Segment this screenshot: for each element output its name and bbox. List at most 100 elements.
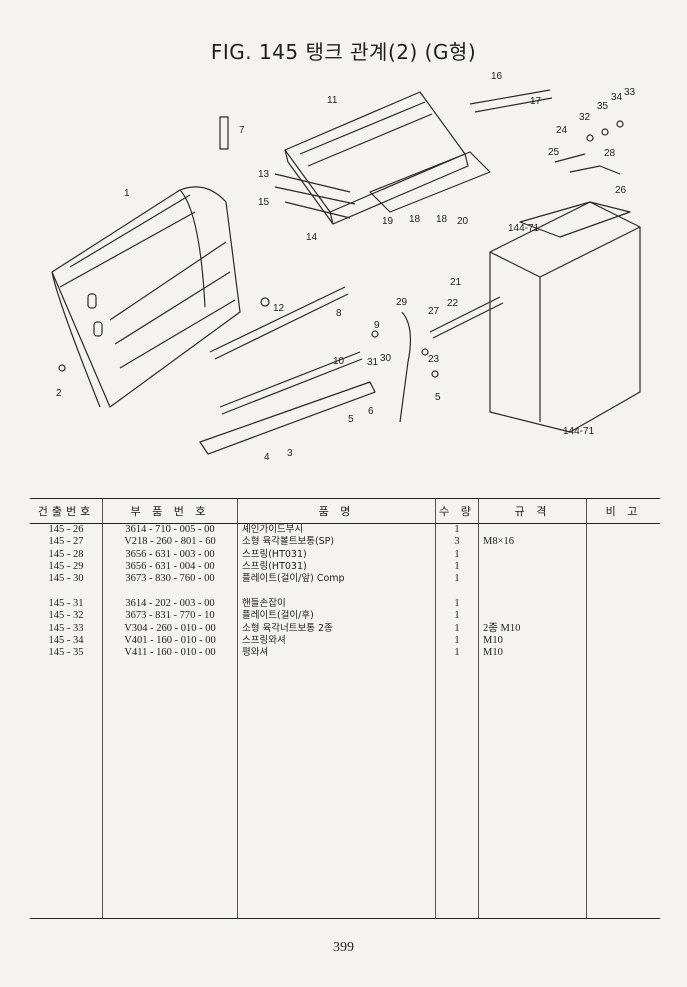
cell-spec: 2종 M10 [478,622,587,635]
table-row-empty [30,708,660,721]
table-row-empty [30,782,660,795]
cell-empty [102,819,238,832]
cell-empty [237,819,436,832]
cell-empty [435,696,479,709]
cell-empty [237,794,436,807]
cell-empty [586,745,660,758]
cell-empty [102,794,238,807]
cell-empty [478,831,587,844]
cell-empty [30,782,103,794]
cell-empty [30,659,103,671]
table-row-empty [30,843,660,857]
cell-drawing-no [30,585,103,597]
cell-empty [586,843,660,857]
cell-empty [478,880,587,893]
cell-empty [478,794,587,807]
header-part-no: 부 품 번 호 [102,498,238,524]
cell-empty [586,819,660,832]
cell-empty [102,782,238,795]
cell-spec [478,548,587,561]
cell-empty [586,794,660,807]
housing-144-71 [489,201,641,433]
callout-label: 18 [436,214,448,225]
cell-spec [478,597,587,611]
table-row-empty [30,856,660,869]
callout-label: 22 [447,298,459,309]
callout-label: 21 [450,277,462,288]
cell-empty [237,856,436,869]
callout-label: 23 [428,354,440,365]
callout-label: 26 [615,185,627,196]
cell-empty [237,733,436,746]
cell-empty [237,708,436,721]
cell-empty [102,720,238,734]
cell-empty [237,696,436,709]
callout-label: 11 [327,95,338,106]
cell-part-no: 3614 - 710 - 005 - 00 [102,523,238,537]
cell-empty [237,880,436,893]
table-row-empty [30,757,660,770]
cell-empty [478,892,587,906]
cell-part-no: 3673 - 831 - 770 - 10 [102,610,238,623]
table-row-empty [30,733,660,746]
callout-label: 8 [336,308,342,319]
callout-label: 27 [428,306,440,317]
cell-part-no: V411 - 160 - 010 - 00 [102,646,238,660]
cell-empty [478,905,587,918]
cell-empty [435,659,479,672]
cell-empty [478,782,587,795]
table-row-empty [30,819,660,832]
cell-empty [435,892,479,906]
callout-label: 7 [239,125,245,136]
cell-empty [478,720,587,734]
cell-drawing-no: 145 - 34 [48,634,84,646]
cell-part-no: V304 - 260 - 010 - 00 [102,622,238,635]
cell-empty [435,843,479,857]
cell-empty [586,659,660,672]
cell-quantity: 1 [435,610,479,623]
cell-empty [435,794,479,807]
cell-empty [478,868,587,881]
cell-note [586,597,660,611]
cell-spec [478,610,587,623]
header-part-name: 품 명 [237,498,436,524]
callout-label: 28 [604,148,616,159]
cell-quantity [435,585,479,598]
cell-empty [30,905,103,917]
cell-quantity: 3 [435,536,479,549]
callout-label: 10 [333,356,345,367]
cell-empty [586,696,660,709]
page-number: 399 [333,940,354,955]
cell-part-no: 3673 - 830 - 760 - 00 [102,573,238,586]
cell-empty [237,659,436,672]
plate-20 [369,151,491,213]
callout-label: 3 [287,448,293,459]
cell-part-name: 플레이트(걸이/앞) Comp [237,573,436,586]
cell-drawing-no: 145 - 33 [48,622,84,634]
cell-empty [435,880,479,893]
callout-label: 2 [56,388,62,399]
cell-empty [435,683,479,697]
callout-label: 34 [611,92,623,103]
cell-empty [102,683,238,697]
cell-part-name: 스프링(HT031) [237,560,436,574]
cell-empty [237,757,436,770]
cell-empty [586,733,660,746]
table-row-empty [30,671,660,684]
cell-note [586,646,660,660]
table-row-empty [30,659,660,672]
cell-part-name: 플레이트(걸이/후) [237,610,436,623]
cell-note [586,560,660,574]
cell-spec [478,573,587,586]
table-row-empty [30,769,660,783]
cell-empty [30,696,103,708]
cell-empty [478,659,587,672]
table-row-empty [30,794,660,807]
cell-empty [478,733,587,746]
table-header-row: 건출번호 부 품 번 호 품 명 수 량 규 격 비 고 [30,498,660,524]
